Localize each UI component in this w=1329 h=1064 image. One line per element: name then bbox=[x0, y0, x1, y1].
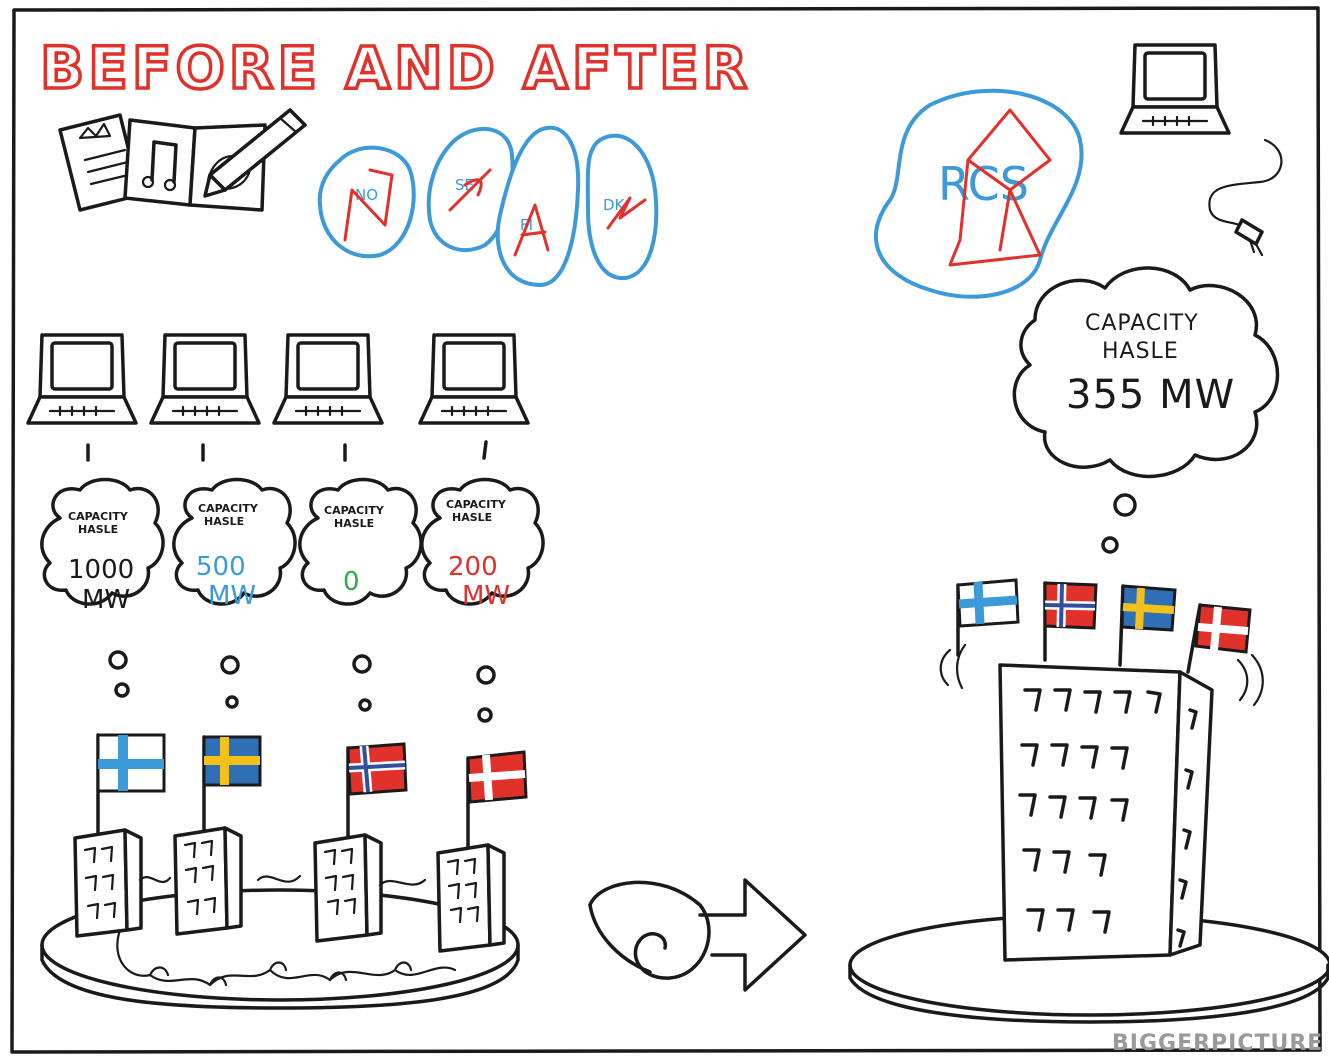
cloud-line1: CAPACITY bbox=[324, 504, 385, 517]
laptop-icon bbox=[274, 335, 382, 423]
cloud-unit: MW bbox=[208, 581, 256, 611]
curved-arrow-icon bbox=[590, 880, 805, 990]
laptop-icon bbox=[420, 335, 528, 423]
cloud-line2: HASLE bbox=[204, 515, 244, 528]
cloud-unit: MW bbox=[82, 585, 130, 615]
capacity-cloud-4: CAPACITY HASLE 200 MW bbox=[422, 480, 543, 612]
thought-bubbles bbox=[1103, 495, 1135, 552]
cloud-value: 1000 bbox=[68, 555, 134, 585]
cloud-line1: CAPACITY bbox=[446, 498, 507, 511]
laptop-icon bbox=[1121, 45, 1229, 133]
country-blob-no: NO bbox=[320, 148, 414, 257]
flag-icon bbox=[1120, 586, 1175, 665]
building-icon bbox=[438, 845, 504, 951]
page-title: BEFORE AND AFTER bbox=[40, 34, 751, 102]
laptop-icon bbox=[151, 335, 259, 423]
capacity-cloud-1: CAPACITY HASLE 1000 MW bbox=[42, 480, 163, 616]
building-icon bbox=[75, 830, 141, 936]
capacity-cloud-3: CAPACITY HASLE 0 bbox=[300, 480, 421, 605]
cloud-line2: HASLE bbox=[452, 511, 492, 524]
building-icon bbox=[1000, 665, 1212, 960]
music-note-icon bbox=[125, 120, 195, 205]
cloud-unit: MW bbox=[462, 581, 510, 611]
capacity-cloud-after: CAPACITY HASLE 355 MW bbox=[1014, 268, 1277, 476]
laptop-connectors bbox=[88, 442, 486, 460]
thought-bubbles bbox=[110, 652, 494, 721]
flag-icon bbox=[204, 737, 260, 835]
flag-icon bbox=[958, 580, 1018, 655]
credit-label: BIGGERPICTURE bbox=[1112, 1031, 1323, 1056]
country-blob-dk: DK bbox=[588, 136, 656, 278]
cloud-value: 0 bbox=[343, 567, 360, 597]
capacity-cloud-2: CAPACITY HASLE 500 MW bbox=[174, 480, 295, 612]
rcs-blob: RCS bbox=[876, 91, 1082, 297]
cloud-line2: HASLE bbox=[1102, 339, 1179, 364]
cloud-line1: CAPACITY bbox=[68, 510, 129, 523]
building-icon bbox=[175, 828, 241, 934]
power-plug-icon bbox=[1209, 140, 1281, 255]
flag-icon bbox=[468, 752, 526, 852]
flag-icon bbox=[348, 744, 406, 840]
flag-icon bbox=[98, 735, 164, 835]
cloud-line1: CAPACITY bbox=[198, 502, 259, 515]
cloud-value: 500 bbox=[196, 552, 246, 582]
cloud-line1: CAPACITY bbox=[1085, 311, 1199, 336]
media-icons bbox=[60, 110, 305, 210]
flag-icon bbox=[1045, 583, 1096, 660]
cloud-line2: HASLE bbox=[78, 523, 118, 536]
cloud-value: 355 MW bbox=[1066, 372, 1235, 418]
laptop-icon bbox=[28, 335, 136, 423]
cloud-line2: HASLE bbox=[334, 517, 374, 530]
cloud-value: 200 bbox=[448, 552, 498, 582]
building-icon bbox=[315, 835, 381, 941]
